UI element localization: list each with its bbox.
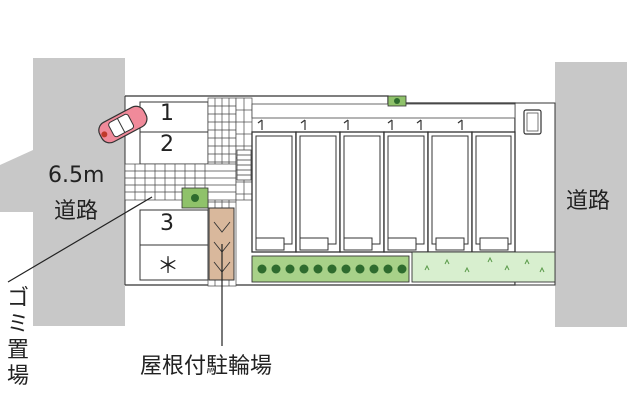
parking-slot-4: ＊ [157,254,180,279]
corridor [251,103,516,119]
parking-slot-3: 3 [160,211,174,236]
parking-slot-2-box [139,131,209,165]
lawn [411,251,556,283]
parking-slot-1: 1 [160,101,174,126]
parking-slot-1-box [139,101,209,133]
trees [257,264,407,274]
parking-slot-3-box [139,209,209,246]
parking-slot-2: 2 [160,132,174,157]
road-left [33,58,125,326]
site-boundary [125,95,516,286]
bike-parking-label: 屋根付駐輪場 [140,354,273,379]
road-left-bulge [0,150,33,212]
road-right [555,62,627,327]
building [251,131,516,253]
road-left-label: 道路 [54,199,99,224]
road-left-width-label: 6.5m [48,163,105,188]
door-markers [257,119,463,130]
stairs [236,149,252,181]
road-right-label: 道路 [566,189,611,214]
garbage-label: ゴ ミ 置 場 [6,286,29,389]
bike-parking-roof [208,207,235,281]
utility-box [523,109,542,135]
garbage-leader [7,196,153,283]
car-icon [98,105,148,144]
balconies [255,237,509,251]
lawn-tufts [424,256,545,273]
